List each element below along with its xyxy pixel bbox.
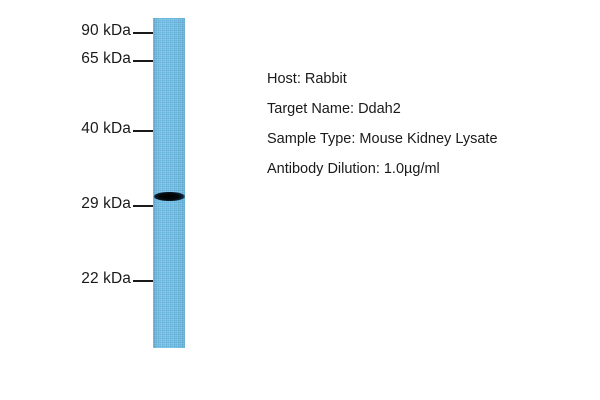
sample-lane xyxy=(153,18,185,348)
mw-tick-icon xyxy=(133,32,155,34)
blot-info-block: Host: Rabbit Target Name: Ddah2 Sample T… xyxy=(267,64,587,184)
mw-marker-ladder: 90 kDa 65 kDa 40 kDa 29 kDa 22 kDa xyxy=(0,0,155,400)
target-band xyxy=(154,192,185,201)
mw-marker-90: 90 kDa xyxy=(0,20,155,42)
info-host: Host: Rabbit xyxy=(267,71,347,87)
mw-marker-29: 29 kDa xyxy=(0,193,155,215)
mw-marker-22: 22 kDa xyxy=(0,268,155,290)
mw-marker-label: 65 kDa xyxy=(81,50,131,68)
info-antibody-dilution: Antibody Dilution: 1.0µg/ml xyxy=(267,161,440,177)
mw-marker-label: 40 kDa xyxy=(81,120,131,138)
info-sample-type: Sample Type: Mouse Kidney Lysate xyxy=(267,131,498,147)
mw-tick-icon xyxy=(133,280,155,282)
info-target-name: Target Name: Ddah2 xyxy=(267,101,401,117)
mw-marker-label: 29 kDa xyxy=(81,195,131,213)
mw-tick-icon xyxy=(133,60,155,62)
mw-marker-65: 65 kDa xyxy=(0,48,155,70)
mw-marker-40: 40 kDa xyxy=(0,118,155,140)
mw-marker-label: 22 kDa xyxy=(81,270,131,288)
mw-tick-icon xyxy=(133,130,155,132)
mw-marker-label: 90 kDa xyxy=(81,22,131,40)
mw-tick-icon xyxy=(133,205,155,207)
